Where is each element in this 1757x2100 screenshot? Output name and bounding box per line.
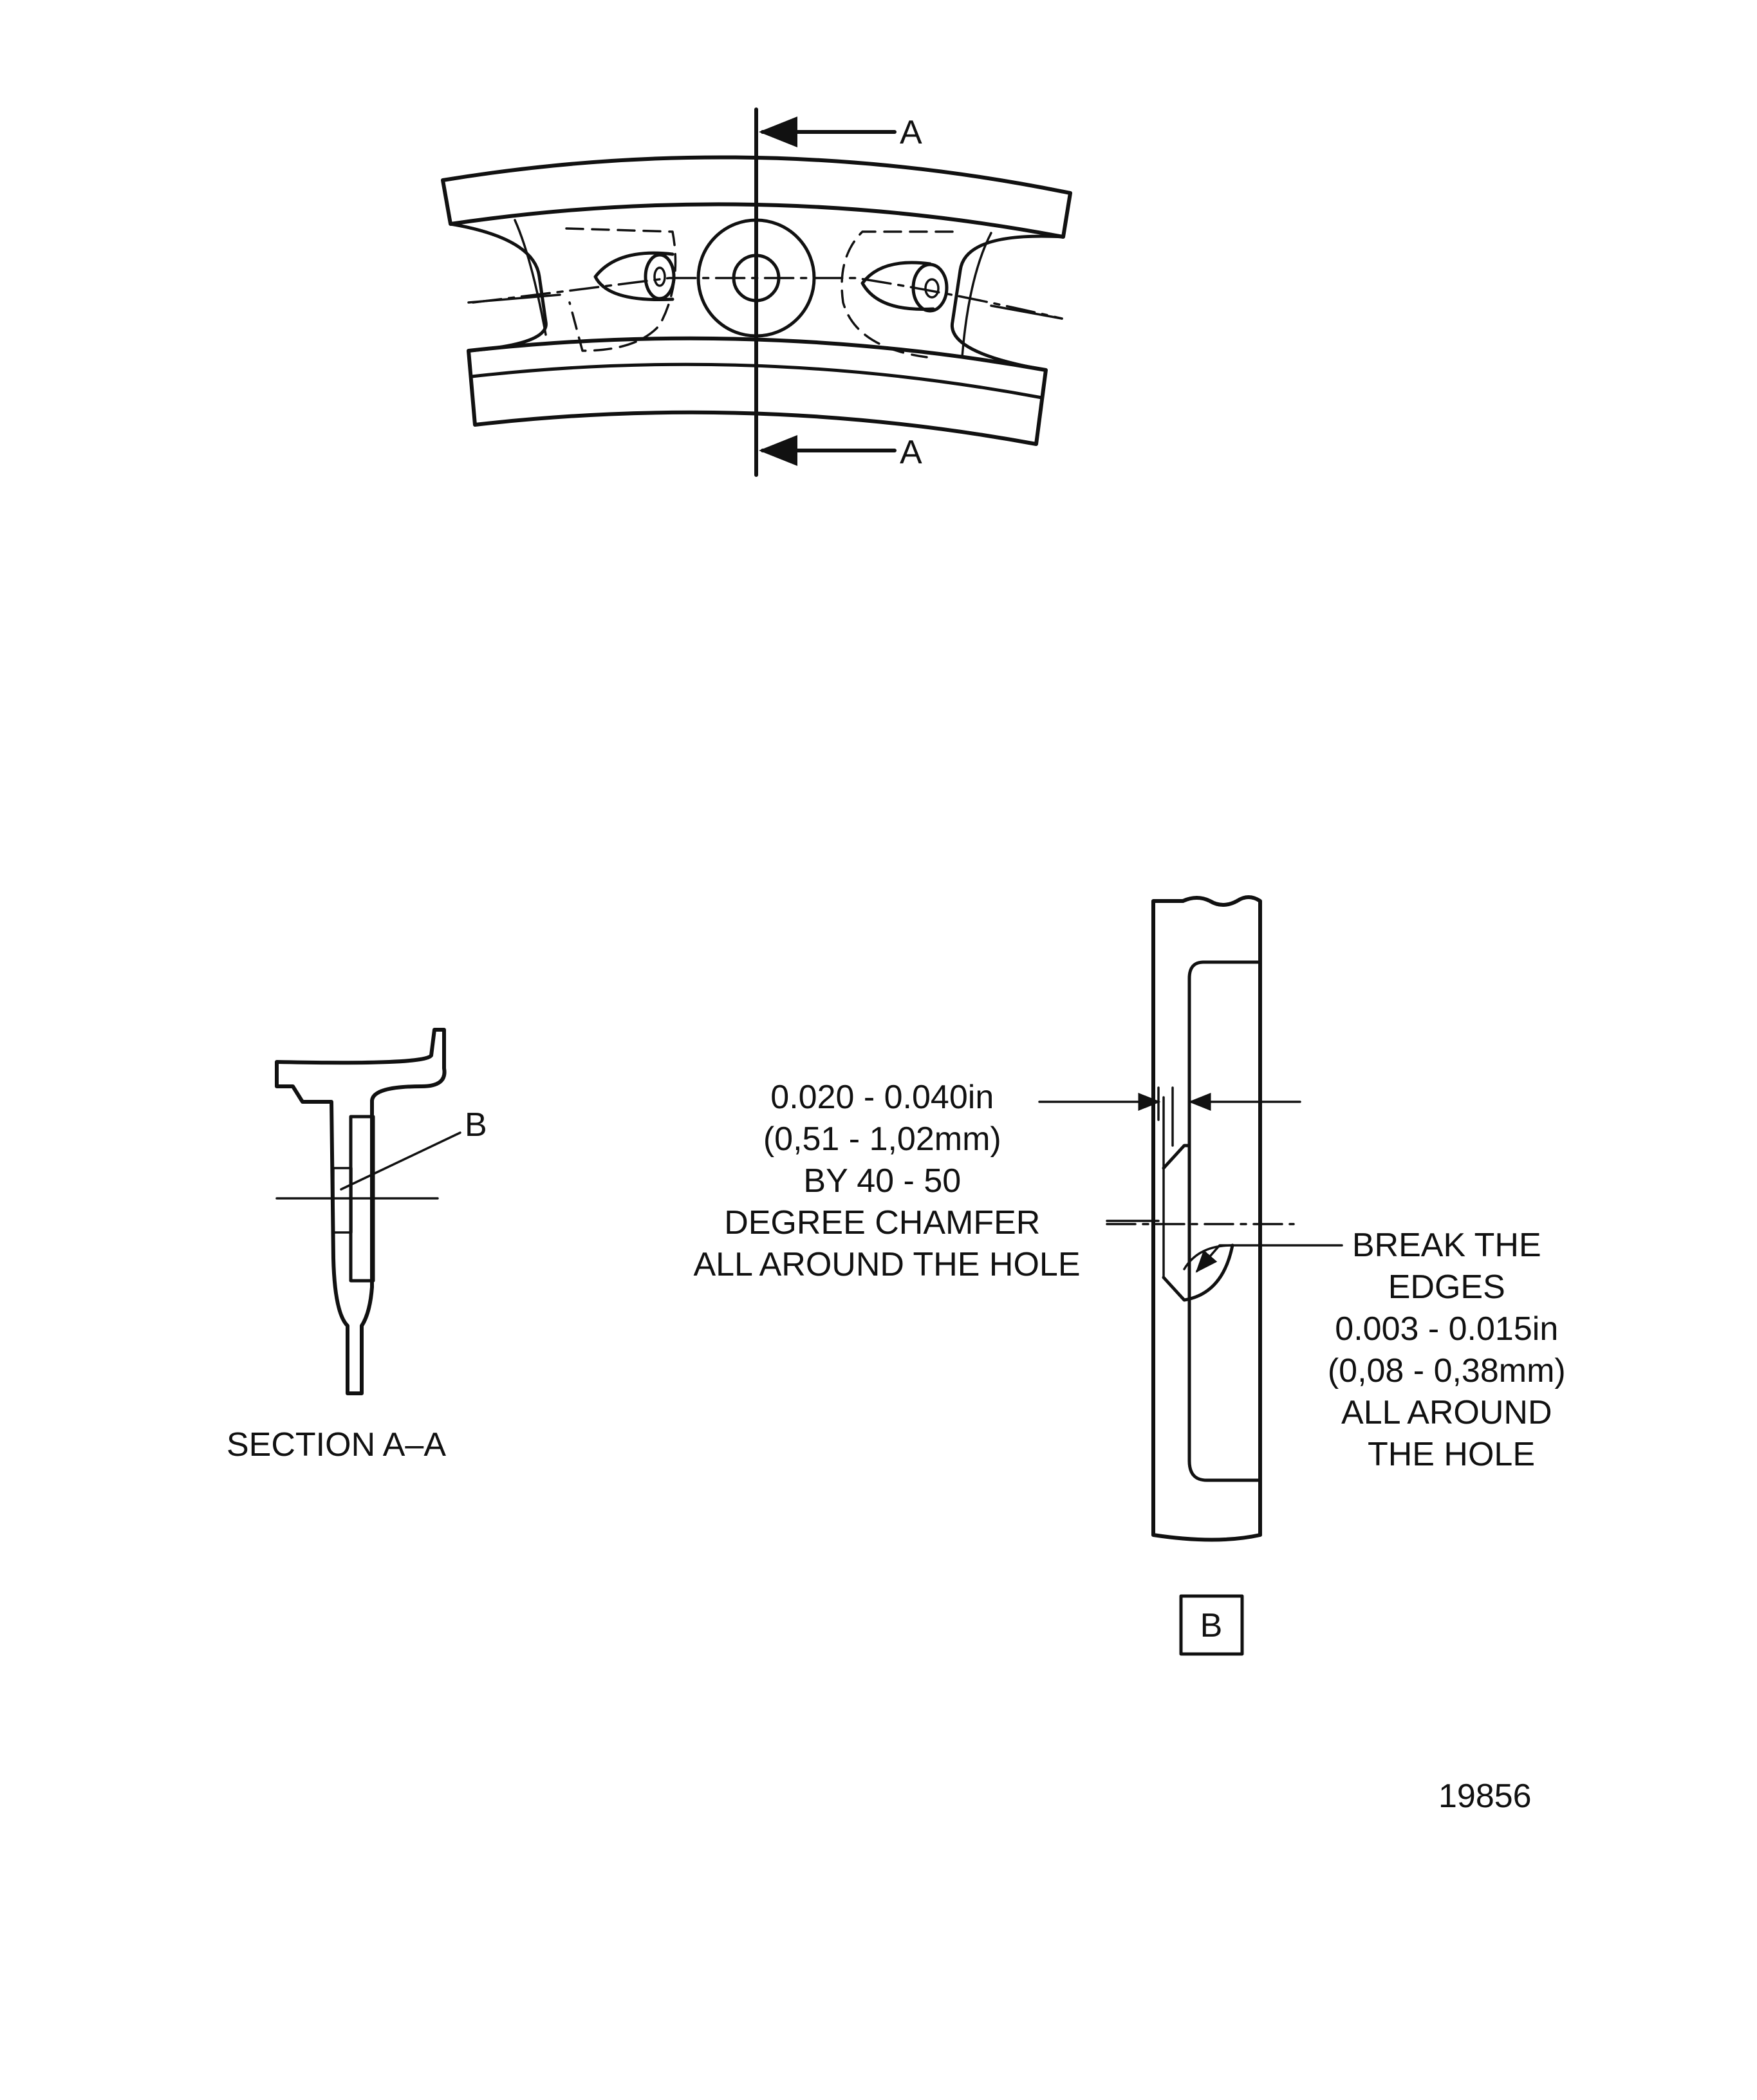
detail-box xyxy=(1179,1594,1244,1656)
ring-segment-view: A A xyxy=(441,107,1072,477)
right-hole-bore xyxy=(860,261,935,311)
section-title: SECTION A–A xyxy=(227,1426,446,1463)
detail-b-view: 0.020 - 0.040in (0,51 - 1,02mm) BY 40 - … xyxy=(693,895,1575,1656)
break-edges-line-3: 0.003 - 0.015in xyxy=(1335,1310,1558,1348)
left-hole-end xyxy=(644,253,676,301)
section-label-bottom: A xyxy=(900,434,922,471)
hole-centerline xyxy=(472,277,1063,320)
section-profile-outline xyxy=(275,1028,447,1395)
section-hole xyxy=(332,1167,353,1234)
section-a-a-view: B SECTION A–A xyxy=(227,1028,487,1463)
break-edges-line-4: (0,08 - 0,38mm) xyxy=(1328,1352,1566,1389)
detail-break-edge xyxy=(1162,1243,1234,1302)
right-web-inner xyxy=(961,232,992,358)
right-hole-end-inner xyxy=(924,278,940,299)
detail-b-reference: B xyxy=(465,1106,487,1144)
left-hole-end-inner xyxy=(653,266,666,287)
left-web-inner xyxy=(514,219,547,336)
left-web-cutout xyxy=(449,222,548,353)
chamfer-note: 0.020 - 0.040in (0,51 - 1,02mm) BY 40 - … xyxy=(693,1079,1080,1283)
centerline-right-tail xyxy=(990,304,1063,320)
chamfer-note-line-2: (0,51 - 1,02mm) xyxy=(763,1120,1001,1158)
detail-chamfer xyxy=(1162,1144,1191,1170)
lower-rim xyxy=(467,336,1048,446)
right-web-cutout xyxy=(950,234,1065,372)
break-edges-line-2: EDGES xyxy=(1388,1268,1505,1306)
centerline-left-tail xyxy=(467,293,561,304)
break-edges-line-6: THE HOLE xyxy=(1368,1436,1535,1473)
break-edges-leader xyxy=(1195,1244,1343,1273)
break-edges-note: BREAK THE EDGES 0.003 - 0.015in (0,08 - … xyxy=(1328,1227,1575,1473)
detail-wall-outline xyxy=(1151,895,1262,1542)
figure-number: 19856 xyxy=(1438,1778,1532,1815)
left-hole-bore xyxy=(593,251,674,302)
left-hidden-pocket xyxy=(565,227,677,352)
right-hidden-pocket xyxy=(841,230,954,358)
chamfer-note-line-1: 0.020 - 0.040in xyxy=(770,1079,994,1116)
detail-inner-wall xyxy=(1187,960,1262,1482)
chamfer-note-line-5: ALL AROUND THE HOLE xyxy=(693,1246,1080,1283)
section-label-top: A xyxy=(900,114,922,151)
break-edges-line-5: ALL AROUND xyxy=(1341,1394,1552,1431)
detail-b-leader xyxy=(340,1131,461,1191)
detail-box-label: B xyxy=(1200,1607,1223,1644)
break-edges-line-1: BREAK THE xyxy=(1352,1227,1541,1264)
chamfer-note-line-4: DEGREE CHAMFER xyxy=(724,1204,1040,1241)
chamfer-note-line-3: BY 40 - 50 xyxy=(803,1162,961,1200)
